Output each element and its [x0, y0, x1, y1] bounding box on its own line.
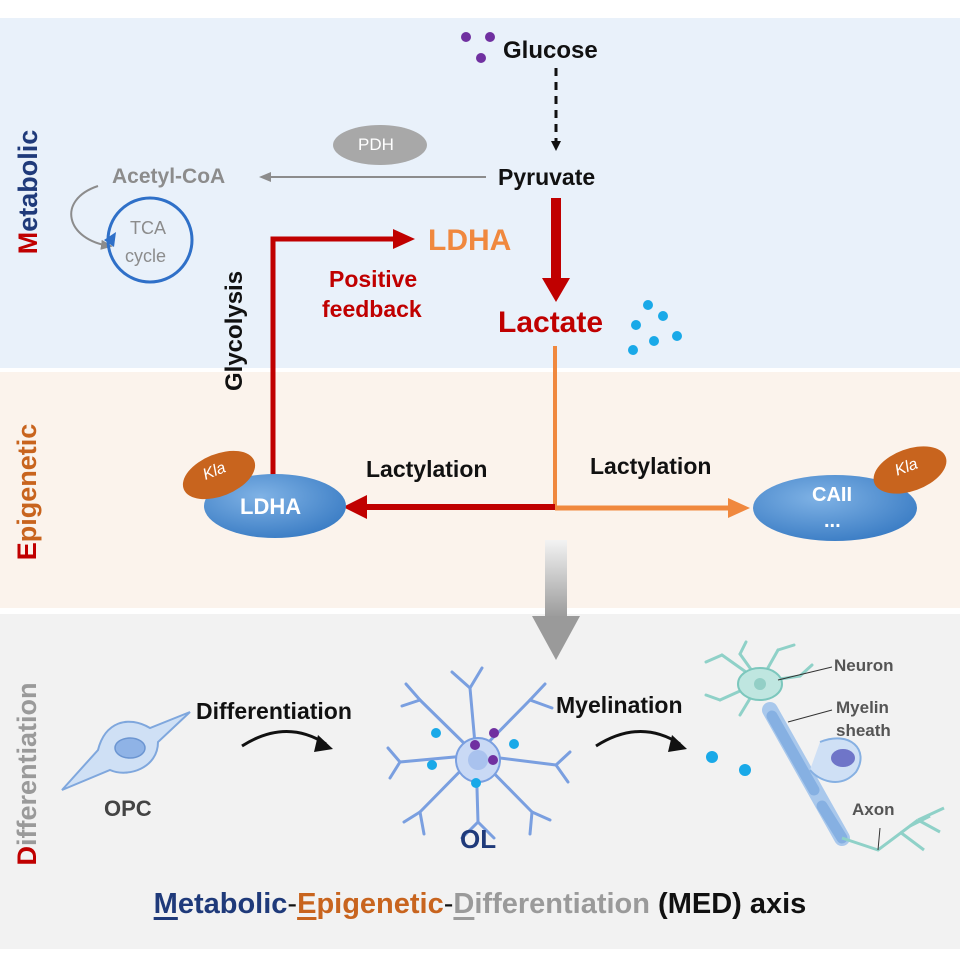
tca-label-line2: cycle [125, 246, 167, 266]
pyruvate-to-lactate-head [542, 278, 570, 302]
differentiation-section-title: Differentiation [11, 658, 43, 890]
glycolysis-label: Glycolysis [221, 270, 248, 391]
positive-feedback-line1: Positive [329, 266, 418, 292]
metabolic-section-title: Metabolic [12, 112, 44, 272]
myelination-step-label: Myelination [556, 692, 683, 718]
myelin-sheath-label-line1: Myelin [836, 698, 889, 717]
epigenetic-section-title: Epigenetic [11, 409, 43, 575]
neuron-pointer [777, 666, 833, 681]
acetylcoa-to-tca-arrow [70, 185, 113, 250]
positive-feedback-line2: feedback [322, 296, 422, 322]
ldha-protein-oval [204, 474, 346, 538]
title-dash-2: - [443, 888, 454, 920]
ldha-enzyme-label: LDHA [428, 224, 512, 257]
title-initial-m: M [153, 888, 178, 920]
differentiation-title-rest: ifferentiation [12, 682, 42, 847]
epigenetic-to-differentiation-head [532, 616, 580, 660]
axon-label: Axon [852, 800, 895, 819]
differentiation-step-label: Differentiation [196, 698, 352, 724]
positive-feedback-arrowhead [393, 229, 415, 249]
lactylation-left-label: Lactylation [366, 456, 488, 482]
acetyl-coa-label: Acetyl-CoA [112, 165, 226, 188]
tca-cycle-arrowhead-icon [104, 232, 116, 247]
ol-label: OL [460, 824, 497, 854]
opc-label: OPC [104, 796, 152, 821]
extracellular-dots-icon [706, 751, 751, 776]
myelin-pointer [787, 709, 833, 723]
pdh-enzyme-oval [333, 125, 427, 165]
ol-nucleus [468, 750, 488, 770]
epigenetic-to-differentiation-shaft [545, 540, 567, 618]
glucose-label: Glucose [503, 37, 598, 64]
title-initial-d: D [453, 888, 475, 920]
lactate-molecule-icon [628, 300, 682, 355]
ol-molecule-dots-icon [427, 728, 519, 788]
neuron-nucleus [754, 678, 766, 690]
title-metabolic-rest: etabolic [177, 888, 288, 920]
pyruvate-label: Pyruvate [498, 164, 596, 190]
axon-pointer [877, 827, 881, 851]
kla-right-badge [873, 446, 947, 494]
title-suffix: (MED) axis [650, 888, 807, 920]
metabolic-section-bg [0, 18, 960, 368]
title-initial-e: E [297, 888, 317, 920]
lactylation-left-arrowhead [343, 495, 367, 519]
glucose-molecule-icon [461, 32, 495, 63]
caii-protein-label: CAII [812, 484, 852, 506]
differentiation-title-initial: D [12, 846, 42, 866]
differentiation-arrowhead [314, 735, 333, 752]
title-epigenetic-rest: pigenetic [316, 888, 444, 920]
ldha-protein-label: LDHA [240, 494, 302, 519]
caii-ellipsis-label: ... [824, 510, 841, 532]
kla-left-badge [182, 450, 256, 500]
metabolic-title-initial: M [13, 231, 43, 255]
med-axis-title: Metabolic-Epigenetic-Differentiation (ME… [0, 888, 960, 921]
myelination-arrowhead [668, 735, 687, 752]
metabolic-title-rest: etabolic [13, 129, 43, 232]
lactylation-right-arrowhead [728, 498, 750, 518]
pdh-label: PDH [358, 135, 394, 154]
myelin-sheath-label-line2: sheath [836, 721, 891, 740]
epigenetic-title-initial: E [12, 542, 42, 561]
tca-label-line1: TCA [130, 218, 166, 238]
neuron-label: Neuron [834, 656, 894, 675]
epigenetic-title-rest: pigenetic [12, 423, 42, 543]
opc-cell-icon [61, 711, 191, 791]
lactylation-right-label: Lactylation [590, 453, 712, 479]
caii-protein-oval [753, 475, 917, 541]
title-dash-1: - [287, 888, 298, 920]
pyruvate-to-lactate-shaft [551, 198, 561, 280]
myelinated-axon-icon [762, 702, 945, 852]
lactate-label: Lactate [498, 306, 604, 339]
positive-feedback-arrow [270, 236, 395, 478]
title-differentiation-rest: ifferentiation [474, 888, 650, 920]
